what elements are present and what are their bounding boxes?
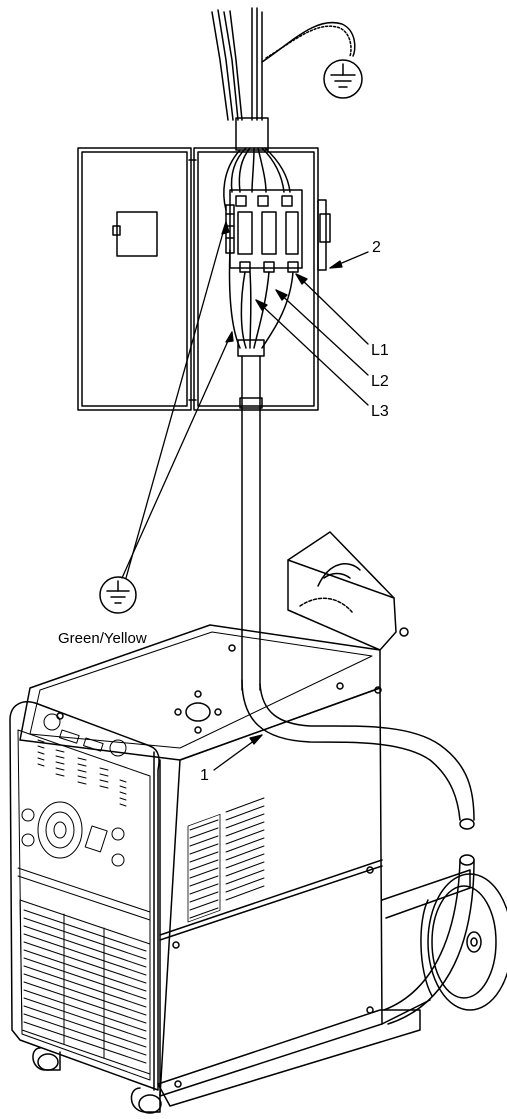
- l2-label: L2: [371, 373, 389, 390]
- front-casters: [32, 1047, 162, 1114]
- callout-2-label: 2: [372, 239, 381, 256]
- l3-label: L3: [371, 403, 389, 420]
- ground-symbol-icon: [99, 576, 137, 614]
- disconnect-box: [77, 147, 331, 411]
- leader-lines: [121, 221, 369, 771]
- disconnect-handle: [317, 199, 331, 271]
- disconnect-switch: [225, 189, 303, 273]
- box-body: [193, 147, 319, 411]
- front-connectors: [17, 801, 151, 921]
- control-panel: [37, 713, 127, 807]
- front-grille: [19, 899, 151, 1075]
- line-wires-top: [223, 147, 291, 211]
- welding-machine: [9, 531, 507, 1114]
- ground-symbol-icon: [323, 59, 363, 99]
- power-cord: [237, 339, 475, 1025]
- side-vents: [187, 797, 265, 923]
- callout-1-label: 1: [200, 767, 209, 784]
- incoming-supply-wires: [211, 7, 356, 151]
- box-door: [77, 147, 197, 411]
- l1-label: L1: [371, 342, 389, 359]
- rear-wheel: [420, 873, 507, 1011]
- ground-wire-label: Green/Yellow: [58, 630, 147, 647]
